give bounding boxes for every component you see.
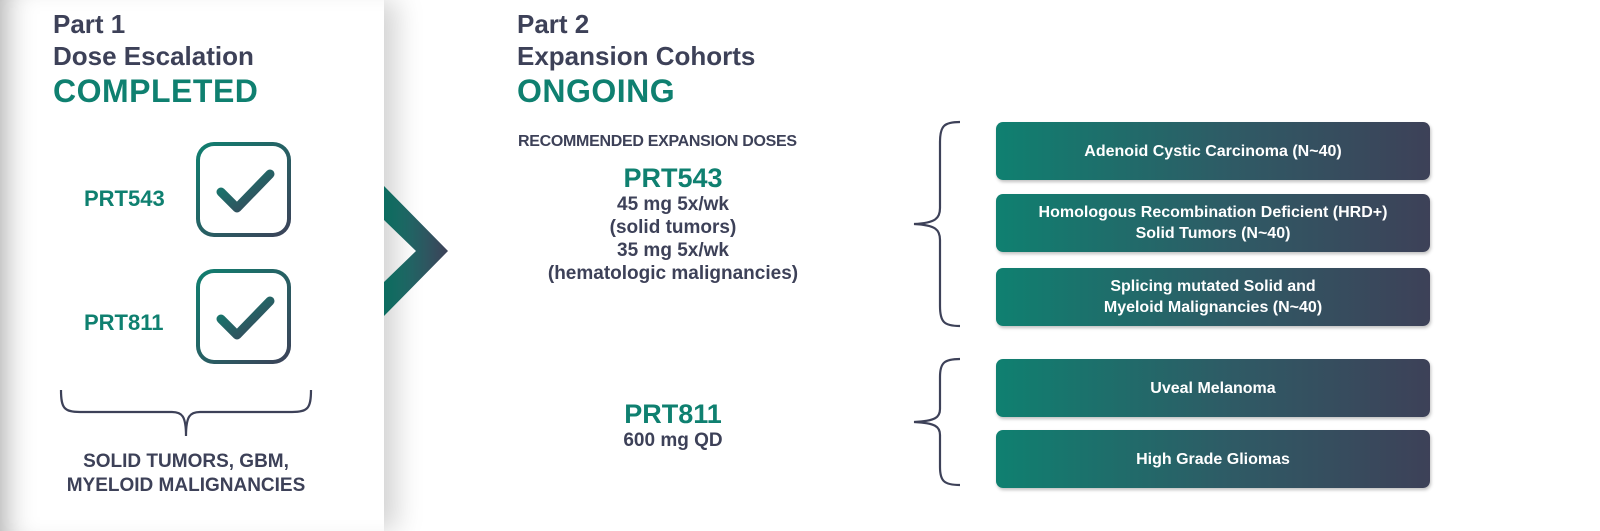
curly-brace-icon (913, 120, 961, 328)
part1-label: Part 1 (53, 9, 126, 39)
cohort-label: High Grade Gliomas (1136, 450, 1290, 468)
cohort-adenoid-cystic-carcinoma: Adenoid Cystic Carcinoma (N~40) (996, 122, 1430, 180)
curly-brace-icon (59, 389, 313, 437)
chevron-right-arrow-icon (384, 186, 448, 316)
cohort-uveal-melanoma: Uveal Melanoma (996, 359, 1430, 417)
dose-block-prt543: PRT543 45 mg 5x/wk (solid tumors) 35 mg … (513, 163, 833, 285)
cohort-label: Homologous Recombination Deficient (HRD+… (1038, 204, 1388, 242)
cohort-label: Adenoid Cystic Carcinoma (N~40) (1084, 142, 1342, 160)
dose-line: 35 mg 5x/wk (617, 240, 729, 261)
dose-line: 600 mg QD (623, 430, 723, 451)
part2-status: ONGOING (517, 73, 676, 109)
cohort-hrd-solid-tumors: Homologous Recombination Deficient (HRD+… (996, 194, 1430, 252)
part1-drug-prt811: PRT811 (84, 310, 164, 335)
part1-caption-line: MYELOID MALIGNANCIES (66, 475, 306, 496)
part1-caption-line: SOLID TUMORS, GBM, (83, 451, 289, 472)
dose-line: 45 mg 5x/wk (617, 194, 729, 215)
part2-title: Expansion Cohorts (517, 41, 756, 71)
part2-label: Part 2 (517, 9, 590, 39)
dose-drug-name: PRT543 (623, 163, 723, 193)
checkbox-check-icon (196, 269, 291, 364)
part1-panel: Part 1 Dose Escalation COMPLETED PRT543 … (0, 0, 384, 531)
part1-caption: SOLID TUMORS, GBM, MYELOID MALIGNANCIES (26, 450, 346, 498)
curly-brace-icon (913, 357, 961, 487)
dose-line: (hematologic malignancies) (547, 263, 799, 284)
dose-drug-name: PRT811 (624, 399, 722, 429)
part1-drug-prt543: PRT543 (84, 186, 165, 211)
cohort-splicing-mutated: Splicing mutated Solid and Myeloid Malig… (996, 268, 1430, 326)
part1-title: Dose Escalation (53, 41, 254, 71)
cohort-high-grade-gliomas: High Grade Gliomas (996, 430, 1430, 488)
dose-block-prt811: PRT811 600 mg QD (513, 399, 833, 452)
part1-status: COMPLETED (53, 73, 259, 109)
checkbox-check-icon (196, 142, 291, 237)
cohort-label: Splicing mutated Solid and Myeloid Malig… (1103, 278, 1323, 316)
recommended-doses-title: RECOMMENDED EXPANSION DOSES (518, 133, 797, 150)
dose-line: (solid tumors) (609, 217, 737, 238)
cohort-label: Uveal Melanoma (1150, 379, 1276, 397)
